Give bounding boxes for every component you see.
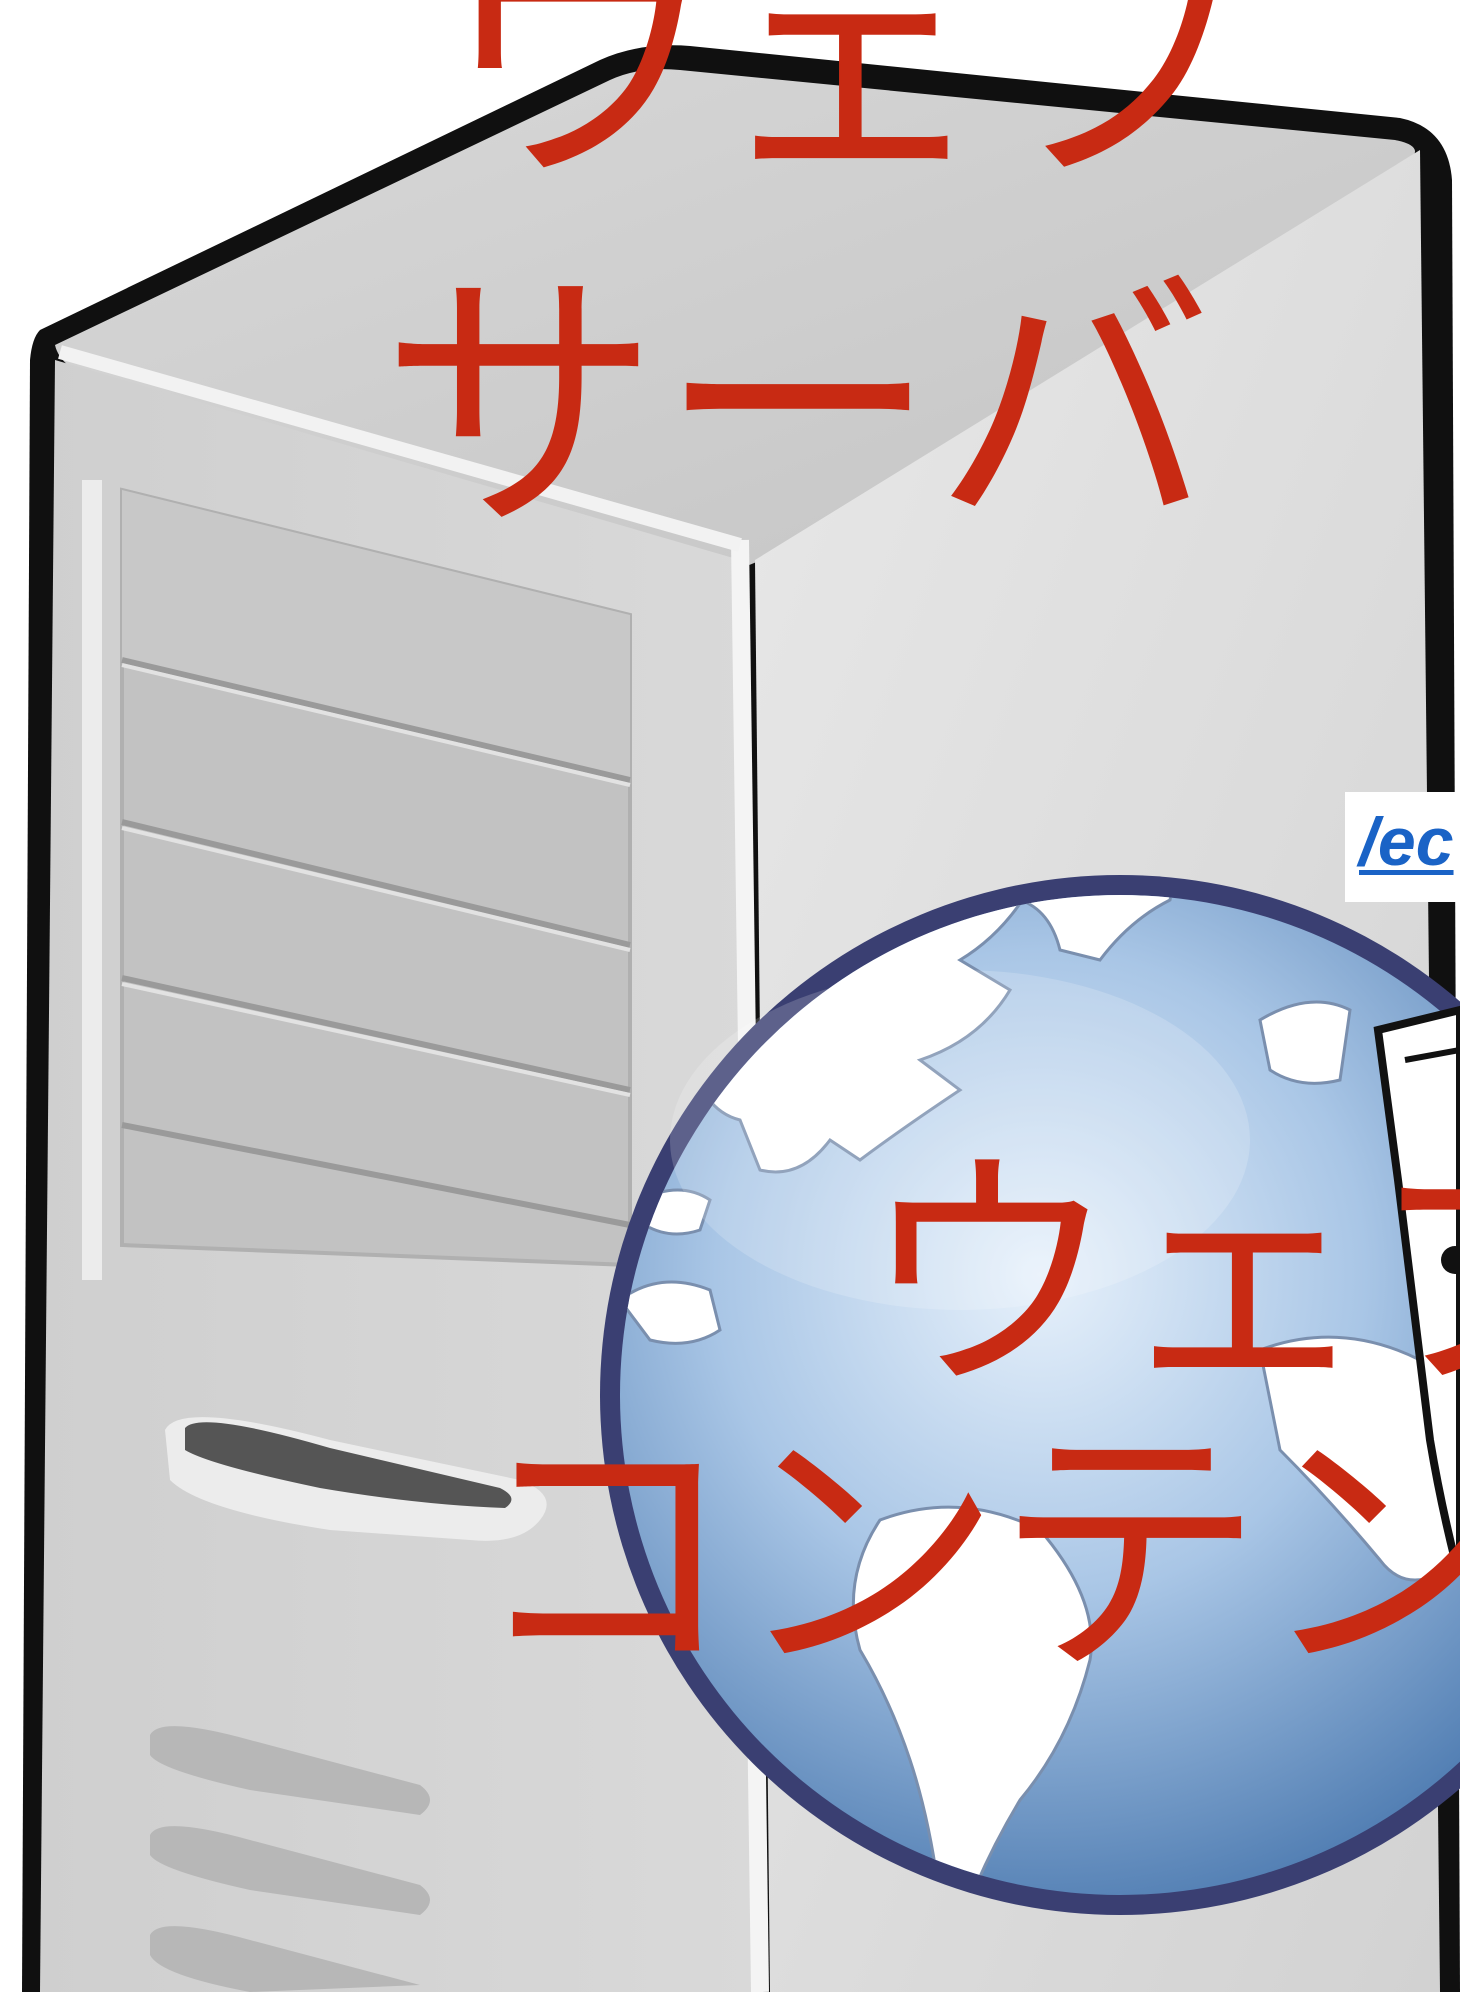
web-content-label-line-1: ウェブ <box>860 1127 1460 1427</box>
hyperlink-snippet: /ec <box>1345 792 1460 902</box>
hyperlink-text: /ec <box>1359 804 1454 880</box>
optical-drive-slot <box>165 1417 547 1541</box>
vent-slots <box>150 1726 430 1992</box>
web-content-label-line-2: コンテンツ <box>470 1397 1460 1712</box>
drive-bay-panel <box>120 487 632 1268</box>
globe-icon <box>600 875 1460 1915</box>
document-page-icon <box>1373 1005 1460 1564</box>
web-server-title-line-1: ウェブ <box>440 0 1262 223</box>
web-server-title-line-2: サーバ <box>380 245 1213 571</box>
